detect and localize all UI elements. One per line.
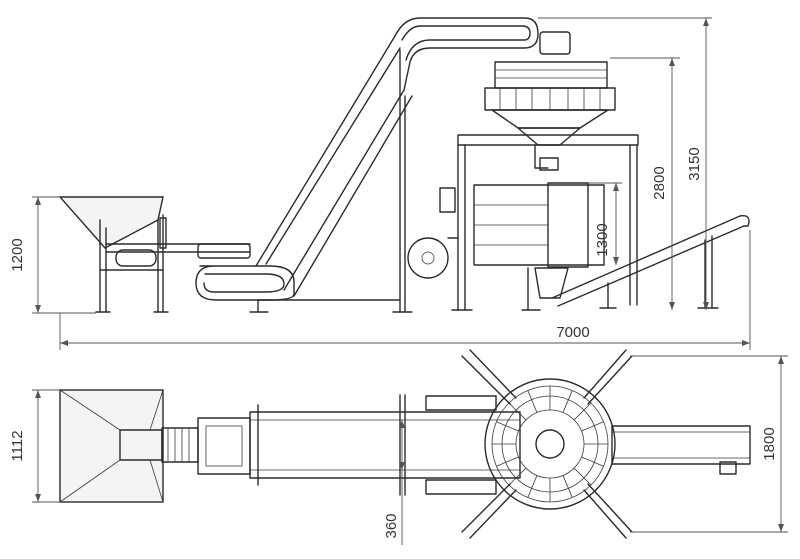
bucket-elevator-side: [195, 17, 571, 313]
dim-bagger-height: 1300: [594, 223, 611, 256]
dim-hopper-width: 1112: [9, 430, 26, 461]
dim-weigher-width: 1800: [761, 427, 778, 460]
bucket-elevator-top: [197, 394, 521, 496]
weigher-bucket-divider: [581, 421, 604, 432]
weigher-bucket-divider: [581, 456, 604, 467]
dim-weigher-height: 2800: [651, 166, 668, 199]
weigher-top: [461, 349, 633, 539]
outfeed-conveyor-top: [611, 425, 751, 475]
weigher-bucket-divider: [496, 456, 519, 467]
weigher-bucket-divider: [562, 475, 573, 498]
weigher-bucket-divider: [527, 475, 538, 498]
side-view-dimensions: [32, 17, 751, 350]
feed-hopper-top: [59, 389, 199, 503]
dim-hopper-height: 1200: [9, 238, 26, 271]
top-view: 1112 1800 360: [9, 349, 788, 545]
top-view-dimensions: [32, 355, 788, 545]
dim-overall-height: 3150: [686, 147, 703, 180]
weigher-buckets: [492, 386, 608, 502]
weigher-bucket-divider: [562, 390, 573, 413]
feed-hopper-side: [58, 196, 251, 313]
outfeed-conveyor-side: [551, 215, 750, 309]
weigher-bucket-divider: [573, 402, 592, 421]
weigher-bucket-divider: [508, 467, 527, 486]
multihead-weigher-side: [484, 61, 616, 146]
weigher-bucket-divider: [573, 467, 592, 486]
vffs-bagger-side: [407, 134, 639, 311]
weigher-bucket-divider: [508, 402, 527, 421]
dim-overall-length: 7000: [556, 324, 589, 341]
weigher-bucket-divider: [527, 390, 538, 413]
dim-conveyor-width: 360: [383, 513, 400, 538]
weigher-bucket-divider: [496, 421, 519, 432]
side-view: 1200 7000 2800 3150 1300: [9, 17, 751, 350]
